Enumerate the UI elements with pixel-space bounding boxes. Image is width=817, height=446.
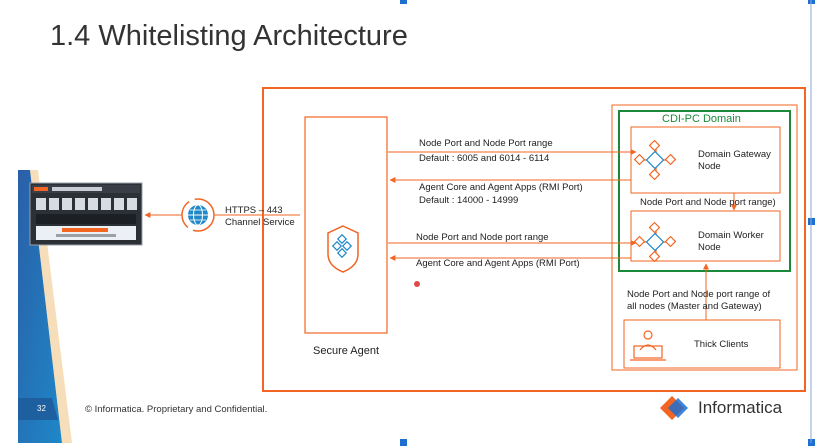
inter-node-label: Node Port and Node port range) [640,197,776,208]
arrow2-label-line2: Default : 14000 - 14999 [419,195,519,206]
arrow1-label-line1: Node Port and Node Port range [419,138,553,149]
footer-copyright: © Informatica. Proprietary and Confident… [85,404,268,415]
cloud-console-thumbnail [29,182,143,246]
thick-clients-note-line1: Node Port and Node port range of [627,289,771,300]
arrow1-label-line2: Default : 6005 and 6014 - 6114 [419,153,550,164]
informatica-logo-icon [660,396,688,420]
secure-agent-icon [327,225,359,273]
page-number: 32 [37,404,46,413]
worker-node-icon [633,221,677,263]
pointer-dot [414,281,420,287]
secure-agent-box [304,116,388,334]
thick-clients-note-line2: all nodes (Master and Gateway) [627,301,762,312]
gateway-node-icon [633,139,677,181]
globe-sync-icon [181,198,215,232]
user-at-computer-icon [630,330,666,361]
gateway-node-label: Domain Gateway Node [698,149,771,172]
page-number-tab [18,398,58,420]
arrow3-label: Node Port and Node port range [416,232,549,243]
gateway-node-box [630,126,781,194]
left-decorative-band [18,170,62,443]
arrow4-label: Agent Core and Agent Apps (RMI Port) [416,258,580,269]
arrow2-label-line1: Agent Core and Agent Apps (RMI Port) [419,182,583,193]
domain-title: CDI-PC Domain [662,113,741,125]
cloud-label-line1: HTTPS – 443 [225,205,283,216]
worker-node-label: Domain Worker Node [698,230,764,253]
thick-clients-box [623,319,781,369]
selection-handle-top[interactable] [400,0,407,4]
cdi-pc-domain-box [618,110,791,272]
cloud-label-line2: Channel Service [225,217,295,228]
secure-agent-label: Secure Agent [313,345,380,357]
slide-title: 1.4 Whitelisting Architecture [50,20,408,52]
brand-name: Informatica [698,398,783,417]
domain-area-box [611,104,798,371]
thick-clients-label: Thick Clients [694,339,749,350]
outer-container [262,87,806,392]
